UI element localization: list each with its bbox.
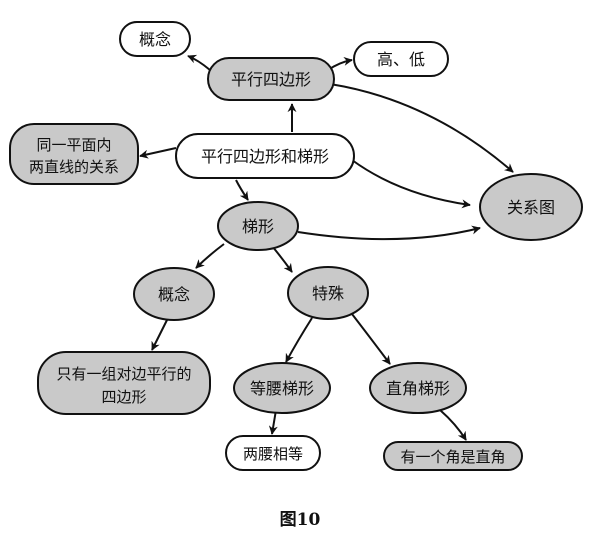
edge-center-to-guanxitu <box>351 159 471 209</box>
node-label: 两腰相等 <box>243 445 303 463</box>
edge-gainian-to-zhiyou <box>151 317 169 351</box>
node-label-line2: 两直线的关系 <box>29 158 119 176</box>
node-label: 概念 <box>158 285 190 304</box>
figure-caption: 图10 <box>279 510 321 530</box>
edge-teshu-to-dengyao <box>285 317 313 363</box>
node-gainian-top: 概念 <box>119 21 191 57</box>
edge-zhijiao-to-youyige <box>439 409 467 441</box>
node-liangyao: 两腰相等 <box>225 435 321 471</box>
node-tongyi: 同一平面内 两直线的关系 <box>9 123 139 185</box>
node-guanxitu: 关系图 <box>479 173 583 241</box>
node-label: 关系图 <box>507 198 555 217</box>
node-label-line1: 只有一组对边平行的 <box>56 365 191 383</box>
node-gaodi: 高、低 <box>353 41 449 77</box>
node-label: 直角梯形 <box>386 379 450 398</box>
node-gainian-mid: 概念 <box>133 267 215 321</box>
node-label: 等腰梯形 <box>250 379 314 398</box>
node-label: 特殊 <box>312 284 344 303</box>
edge-tixing-to-gainian-mid <box>195 243 225 269</box>
node-zhiyou: 只有一组对边平行的 四边形 <box>37 351 211 415</box>
node-label: 平行四边形和梯形 <box>201 147 329 166</box>
edge-tixing-to-teshu <box>271 245 293 273</box>
edge-teshu-to-zhijiao <box>351 313 391 365</box>
node-label-line1: 同一平面内 <box>36 136 111 154</box>
node-youyige: 有一个角是直角 <box>383 441 523 471</box>
edges <box>139 54 514 441</box>
edge-pingxing-to-gainian <box>187 54 211 71</box>
node-label: 梯形 <box>242 217 274 236</box>
node-label: 高、低 <box>377 50 425 69</box>
node-tixing: 梯形 <box>217 201 299 251</box>
edge-center-to-tongyi <box>139 147 177 159</box>
node-pingxing: 平行四边形 <box>207 57 335 101</box>
edge-center-to-tixing <box>235 179 249 201</box>
node-label: 平行四边形 <box>231 70 311 89</box>
node-dengyao: 等腰梯形 <box>233 362 331 414</box>
edge-tixing-to-guanxitu <box>297 225 481 241</box>
node-label: 概念 <box>139 30 171 49</box>
node-center: 平行四边形和梯形 <box>175 133 355 179</box>
edge-pingxing-to-guanxitu <box>329 83 514 173</box>
node-zhijiao: 直角梯形 <box>369 362 467 414</box>
node-label-line2: 四边形 <box>101 388 146 406</box>
node-label: 有一个角是直角 <box>400 448 505 466</box>
node-teshu: 特殊 <box>287 266 369 320</box>
